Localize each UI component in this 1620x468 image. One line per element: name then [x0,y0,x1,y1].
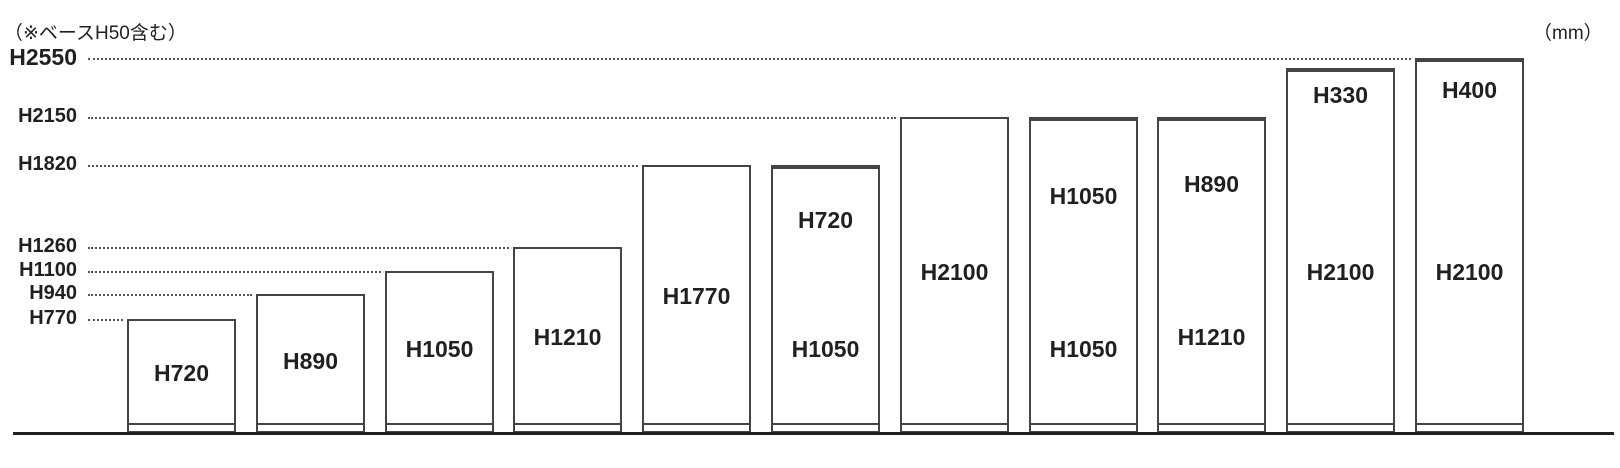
cabinet: H1210 [513,247,622,433]
cabinet: H1050 [385,270,494,433]
cabinet: H890 [256,294,365,433]
cabinet-segment-label: H2100 [920,259,989,286]
cabinet: H720 [127,319,236,433]
cabinet-segment-label: H1050 [791,336,860,363]
cabinet-segment-label: H1210 [533,324,602,351]
height-guide-line [88,319,123,322]
height-level-label: H1100 [19,258,77,281]
cabinet-base [387,422,492,431]
cabinet: H2100 H400 [1415,58,1524,433]
cabinet: H2100 [900,116,1009,433]
cabinet: H1050 H720 [771,165,880,433]
cabinet-segment-label: H890 [1159,118,1264,250]
cabinet: H1210 H890 [1157,116,1266,433]
cabinet-segment-label: H890 [283,347,338,374]
height-level-label: H1260 [18,235,77,258]
cabinet-segment-label: H2100 [1306,259,1375,286]
height-level-label: H770 [29,307,77,330]
cabinet-base [644,422,749,431]
height-guide-line [88,58,1411,60]
cabinet-segment-label: H330 [1288,70,1393,118]
cabinet-base [1031,422,1136,431]
height-guide-line [88,294,252,297]
height-level-label: H2150 [18,104,77,127]
cabinet-base [1417,423,1522,431]
cabinet-base [902,422,1007,431]
cabinet-segment-label: H1770 [662,283,731,310]
base-note: （※ベースH50含む） [4,23,187,44]
height-guide-line [88,247,509,250]
cabinet-segment-label: H2100 [1435,259,1504,286]
cabinet-base [1288,422,1393,431]
cabinet-segment-label: H720 [154,360,209,387]
cabinet-base [515,422,620,431]
height-level-label: H2550 [9,44,77,70]
cabinet: H2100 H330 [1286,68,1395,433]
height-level-label: H1820 [18,153,77,176]
height-guide-line [88,165,638,168]
cabinet-segment-label: H400 [1417,60,1522,119]
cabinet: H1770 [642,165,751,433]
height-level-label: H940 [29,282,77,305]
cabinet-base [1159,422,1264,431]
cabinet-segment-label: H1050 [405,336,474,363]
height-guide-line [88,270,381,273]
cabinet-segment-label: H1210 [1177,324,1246,351]
unit-note: （mm） [1533,23,1603,44]
cabinet-base [129,422,234,431]
cabinet-base [258,422,363,431]
floor-line [13,432,1614,435]
cabinet-segment-label: H1050 [1049,336,1118,363]
height-guide-line [88,116,896,119]
cabinet-base [773,422,878,431]
cabinet-segment-label: H1050 [1031,118,1136,273]
cabinet-segment-label: H720 [773,167,878,273]
